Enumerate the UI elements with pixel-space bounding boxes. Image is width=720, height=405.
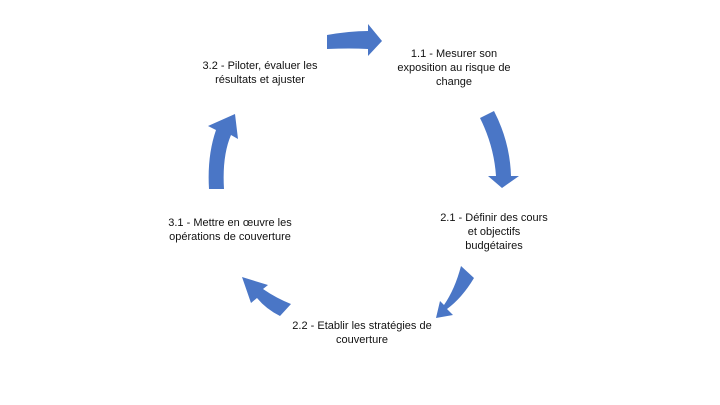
- arrow-1-1-to-2-1: [480, 111, 519, 188]
- step-label-1-1: 1.1 - Mesurer son exposition au risque d…: [397, 48, 511, 88]
- step-label-2-1: 2.1 - Définir des cours et objectifs bud…: [440, 212, 548, 252]
- arrow-3-1-to-3-2: [208, 114, 238, 189]
- arrow-2-1-to-2-2: [436, 266, 474, 318]
- step-label-2-2: 2.2 - Etablir les stratégies de couvertu…: [292, 320, 432, 346]
- arrow-2-2-to-3-1: [242, 277, 291, 316]
- step-label-3-1: 3.1 - Mettre en œuvre les opérations de …: [168, 217, 292, 243]
- arrow-3-2-to-1-1: [327, 24, 382, 56]
- step-label-3-2: 3.2 - Piloter, évaluer les résultats et …: [202, 60, 318, 86]
